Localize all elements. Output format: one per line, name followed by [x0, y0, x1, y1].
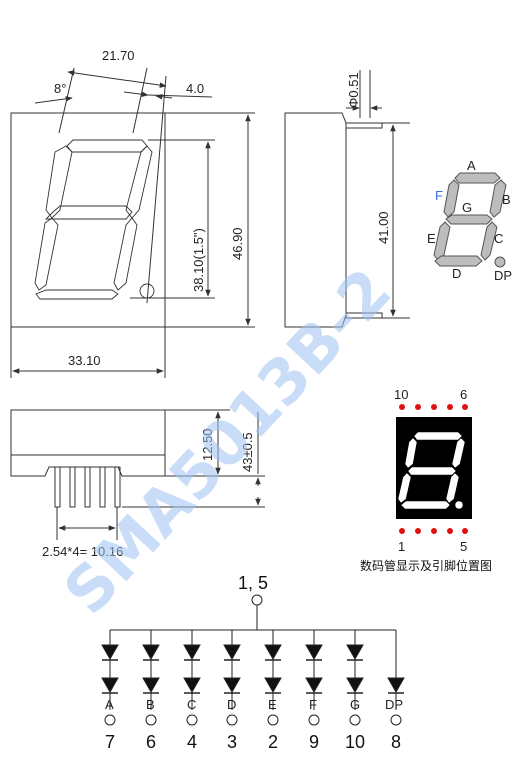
front-body-outline: [10, 112, 166, 328]
segment-label: E: [268, 697, 277, 712]
pin-label-5: 5: [460, 539, 467, 554]
common-pins-label: 1, 5: [238, 573, 268, 593]
segment-label: C: [187, 697, 196, 712]
pin-number: 7: [105, 732, 115, 752]
pin-number: 2: [268, 732, 278, 752]
dim-side-height: 41.00: [376, 211, 391, 244]
label-dp: DP: [494, 268, 512, 283]
dim-pin-length: 43±0.5: [240, 432, 255, 472]
dim-total-height: 46.90: [230, 227, 245, 260]
segment-label: A: [105, 697, 114, 712]
dim-width: 33.10: [68, 353, 101, 368]
diode-icon: [101, 644, 119, 661]
pin-label-10: 10: [394, 387, 408, 402]
diode-icon: [223, 644, 241, 661]
segment-c: [480, 221, 498, 261]
label-e: E: [427, 231, 436, 246]
branch-c: [183, 630, 201, 726]
segment-dp: [494, 256, 506, 268]
display-digit-eight: [397, 431, 466, 510]
watermark-text: SMA5013B-2: [50, 254, 406, 628]
pin-terminal: [267, 714, 279, 726]
pin-label-1: 1: [398, 539, 405, 554]
segment-map: [433, 172, 507, 268]
pin-number: 9: [309, 732, 319, 752]
label-c: C: [494, 231, 503, 246]
dim-pin-pitch: 2.54*4= 10.16: [42, 544, 123, 559]
pin-dots: [399, 404, 468, 534]
bottom-pins: [54, 466, 121, 508]
segment-e: [433, 221, 451, 261]
diode-icon: [101, 677, 119, 694]
segment-a: [454, 172, 501, 184]
segment-label: G: [350, 697, 360, 712]
branch-f: [305, 630, 323, 726]
diode-icon: [346, 644, 364, 661]
label-b: B: [502, 192, 511, 207]
branch-g: [346, 630, 364, 726]
segment-label: F: [309, 697, 317, 712]
dim-offset: 4.0: [186, 81, 204, 96]
dim-top-width: 21.70: [102, 48, 135, 63]
segment-d: [434, 255, 483, 267]
branch-d: [223, 630, 241, 726]
branch-a: [101, 630, 119, 726]
circuit-labels: A 7 B 6 C 4 D 3 E 2 F 9 G 10 DP 8: [105, 697, 403, 752]
dim-pin-diameter: Φ0.51: [346, 72, 361, 108]
pin-terminal: [349, 714, 361, 726]
branch-e: [264, 630, 282, 726]
common-terminal: [251, 594, 263, 606]
diode-icon: [264, 644, 282, 661]
bottom-view: [10, 409, 265, 540]
pin-number: 8: [391, 732, 401, 752]
diode-icon: [183, 644, 201, 661]
front-digit-outline: [34, 139, 155, 300]
pin-terminal: [145, 714, 157, 726]
pin-terminal: [104, 714, 116, 726]
side-view: [284, 70, 410, 328]
segment-g: [445, 214, 493, 225]
pin-number: 6: [146, 732, 156, 752]
diode-icon: [264, 677, 282, 694]
pin-label-6: 6: [460, 387, 467, 402]
diode-icon: [346, 677, 364, 694]
diode-icon: [142, 644, 160, 661]
pin-position-diagram: [396, 404, 472, 534]
segment-b: [489, 179, 507, 218]
branch-b: [142, 630, 160, 726]
diode-icon: [305, 677, 323, 694]
front-view: [10, 67, 255, 378]
label-g: G: [462, 200, 472, 215]
pin-diagram-caption: 数码管显示及引脚位置图: [360, 558, 492, 573]
diode-icon: [183, 677, 201, 694]
dim-body-height: 12.50: [200, 428, 215, 461]
circuit-branches: [101, 630, 405, 726]
pin-terminal: [308, 714, 320, 726]
bottom-body-outline: [10, 409, 166, 477]
circuit-diagram: [101, 594, 405, 726]
label-f: F: [435, 188, 443, 203]
segment-label: D: [227, 697, 236, 712]
pin-number: 3: [227, 732, 237, 752]
diode-icon: [305, 644, 323, 661]
diode-icon: [387, 677, 405, 694]
pin-number: 4: [187, 732, 197, 752]
segment-label: B: [146, 697, 155, 712]
dim-angle: 8°: [54, 81, 66, 96]
label-a: A: [467, 158, 476, 173]
segment-f: [443, 179, 460, 218]
segment-label: DP: [385, 697, 403, 712]
diode-icon: [142, 677, 160, 694]
pin-terminal: [186, 714, 198, 726]
pin-terminal: [390, 714, 402, 726]
dim-digit-height: 38.10(1.5"): [191, 228, 206, 292]
branch-dp: [387, 630, 405, 726]
diode-icon: [223, 677, 241, 694]
label-d: D: [452, 266, 461, 281]
pin-terminal: [226, 714, 238, 726]
pin-number: 10: [345, 732, 365, 752]
